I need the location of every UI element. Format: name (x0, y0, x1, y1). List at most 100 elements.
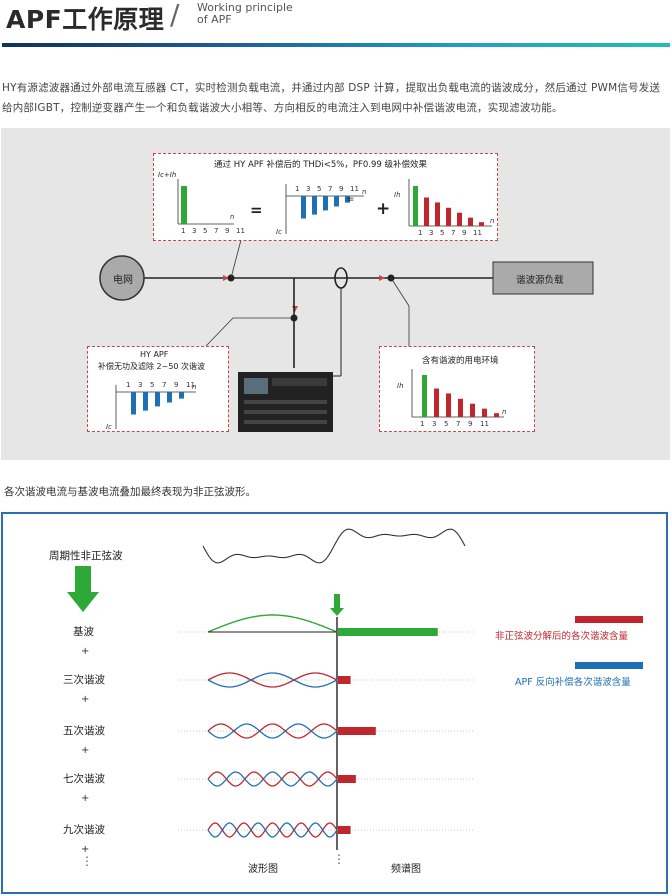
result-right-axis-label: Ih (394, 191, 401, 199)
result-comp-bars (301, 196, 350, 219)
tick-label: 7 (328, 185, 333, 193)
legend-red-label: 非正弦波分解后的各次谐波含量 (495, 631, 629, 642)
subtitle-line-2: of APF (197, 13, 232, 26)
spectrum-bar (338, 775, 356, 783)
row-label: 五次谐波 (63, 725, 105, 737)
decomposition-svg (67, 528, 643, 850)
title-separator: / (170, 0, 180, 31)
harmonic-wave (207, 723, 338, 739)
result-left-n: n (230, 213, 235, 221)
result-mid-n: n (362, 188, 367, 196)
plus-sign: + (81, 745, 90, 756)
load-harmonic-bar (494, 413, 499, 417)
spectrum-bar (338, 676, 351, 684)
load-n: n (502, 408, 507, 416)
apf-n: n (192, 383, 197, 391)
tick-label: 5 (203, 227, 208, 235)
plus-sign: + (376, 199, 391, 219)
apf-box-chart (115, 385, 196, 429)
harmonic-bar (424, 197, 429, 226)
plus-sign: + (81, 844, 90, 855)
periodic-label: 周期性非正弦波 (49, 550, 123, 562)
apf-box-title: HY APF (140, 350, 169, 359)
page-title: APF工作原理 (6, 5, 165, 34)
row-label: 七次谐波 (63, 773, 105, 785)
arrow-mark (379, 275, 385, 281)
plus-sign: + (81, 646, 90, 657)
callout-line (390, 277, 410, 346)
row-dots: ⋮ (81, 854, 93, 868)
apf-device (238, 372, 333, 432)
tick-label: 1 (418, 229, 423, 237)
grid-label: 电网 (113, 275, 133, 286)
harmonic-wave (207, 822, 338, 838)
legend-blue-bar (575, 662, 643, 669)
bar-fundamental (181, 186, 187, 224)
load-fundamental-bar (422, 375, 427, 417)
harmonic-wave (207, 771, 338, 787)
row-label: 九次谐波 (63, 824, 105, 836)
comp-bar (301, 196, 306, 219)
tick-label: 1 (420, 420, 425, 428)
tick-label: 11 (480, 420, 489, 428)
load-box (492, 261, 594, 295)
apf-box-subtitle: 补偿无功及滤除 2~50 次谐波 (98, 362, 206, 371)
row-label: 基波 (73, 626, 94, 638)
caption: 各次谐波电流与基波电流叠加最终表现为非正弦波形。 (4, 486, 256, 498)
down-arrow-icon (67, 566, 99, 612)
legend-red-bar (575, 616, 643, 623)
load-harmonic-bar (446, 393, 451, 417)
tick-label: 3 (429, 229, 434, 237)
result-box-charts: = (177, 179, 492, 234)
grid-symbol (99, 255, 145, 301)
tick-label: 1 (126, 381, 131, 389)
result-equals: = (346, 194, 354, 205)
apf-bar (143, 392, 148, 411)
tick-label: 3 (432, 420, 437, 428)
tick-label: 5 (440, 229, 445, 237)
harmonic-wave (207, 672, 338, 688)
result-load-bars (413, 186, 484, 226)
apf-comp-bars (131, 392, 184, 415)
harmonic-rows (178, 614, 473, 838)
result-box-title: 通过 HY APF 补偿后的 THDi<5%，PF0.99 级补偿效果 (214, 160, 427, 170)
title-subtitle: Working principle of APF (197, 2, 317, 26)
fundamental-wave (207, 614, 338, 633)
load-harmonic-bar (434, 388, 439, 417)
compensation-wave (207, 672, 338, 688)
composite-waveform (202, 528, 466, 564)
apf-bar (167, 392, 172, 403)
apf-bar (131, 392, 136, 415)
harmonic-bar (435, 202, 440, 226)
spectrum-bar (338, 826, 351, 834)
tick-label: 3 (306, 185, 311, 193)
apf-bar (179, 392, 184, 399)
result-box: 通过 HY APF 补偿后的 THDi<5%，PF0.99 级补偿效果 = Ic… (153, 153, 498, 241)
harmonic-bar (479, 222, 484, 226)
comp-bar (334, 196, 339, 207)
load-harmonic-bars (422, 375, 499, 417)
compensation-wave (207, 723, 338, 739)
axis-wave-label: 波形图 (248, 864, 278, 875)
tick-label: 9 (468, 420, 473, 428)
result-left-axis-label: Ic+Ih (158, 171, 177, 179)
tick-label: 1 (295, 185, 300, 193)
tick-label: 3 (138, 381, 143, 389)
tick-label: 9 (225, 227, 230, 235)
comp-bar (323, 196, 328, 211)
arrow-mark (292, 306, 298, 312)
axis-dots: ⋮ (333, 852, 345, 866)
plus-sign: + (81, 694, 90, 705)
tick-label: 5 (444, 420, 449, 428)
circuit-diagram-panel: 电网 谐波源负载 通过 HY APF 补偿后的 THDi<5%，PF0.99 级… (1, 128, 670, 460)
tick-label: 7 (456, 420, 461, 428)
tick-label: 9 (174, 381, 179, 389)
spectrum-bar (338, 628, 438, 636)
tick-label: 9 (339, 185, 344, 193)
intro-paragraph: HY有源滤波器通过外部电流互感器 CT，实时检测负载电流，并通过内部 DSP 计… (2, 82, 661, 114)
compensation-wave (207, 771, 338, 787)
tick-label: 3 (192, 227, 197, 235)
tick-label: 7 (214, 227, 219, 235)
tick-label: 11 (473, 229, 482, 237)
subtitle-line-1: Working principle (197, 1, 293, 14)
